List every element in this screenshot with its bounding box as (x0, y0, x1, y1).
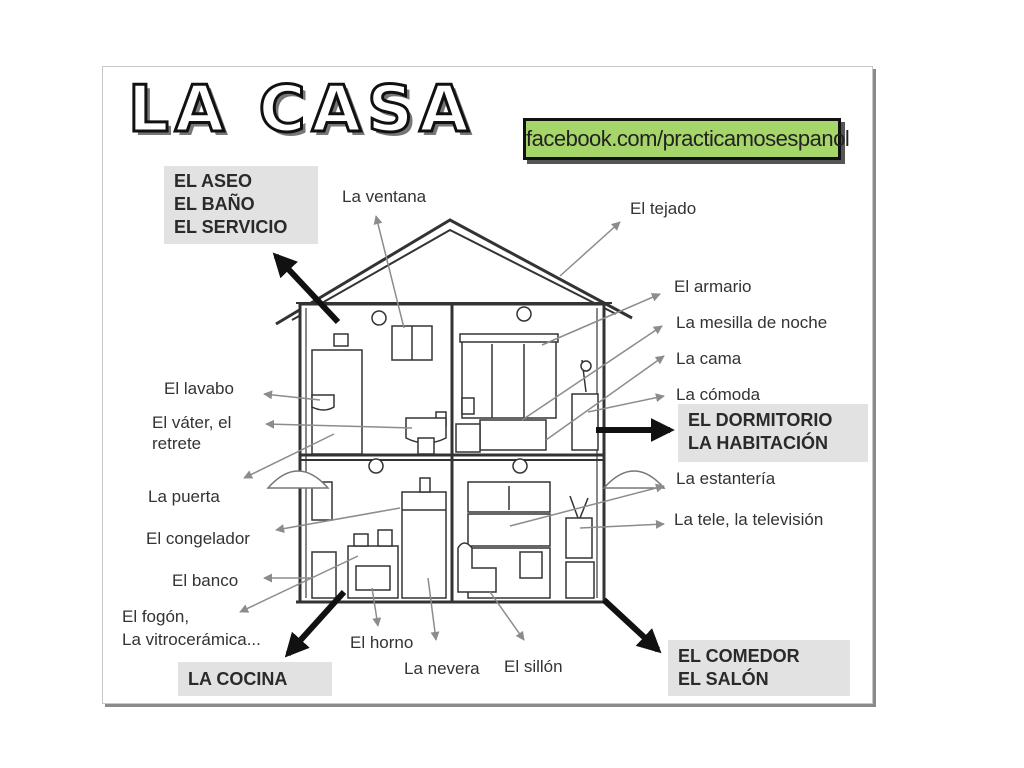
room-box-bathroom: EL ASEO EL BAÑO EL SERVICIO (164, 166, 318, 244)
room-label: EL ASEO (174, 171, 253, 191)
facebook-banner: facebook.com/practicamosespanol (523, 118, 850, 160)
label-toilet-line1: El váter, el (152, 413, 232, 432)
kitchen-furniture (266, 458, 447, 599)
room-label: EL BAÑO (174, 194, 255, 214)
label-armchair: El sillón (504, 657, 563, 676)
label-stove-line1: El fogón, (122, 607, 190, 626)
label-door: La puerta (148, 487, 220, 506)
room-box-kitchen: LA COCINA (178, 662, 332, 696)
room-box-living-room: EL COMEDOR EL SALÓN (668, 640, 850, 696)
room-label: EL SERVICIO (174, 217, 288, 237)
label-fridge: La nevera (404, 659, 480, 678)
label-bench: El banco (172, 571, 239, 590)
room-arrows (272, 252, 675, 658)
label-oven: El horno (350, 633, 414, 652)
living-room-furniture (457, 458, 666, 599)
label-sink: El lavabo (164, 379, 234, 398)
room-label: EL DORMITORIO (688, 410, 833, 430)
room-label: LA HABITACIÓN (688, 433, 828, 453)
label-wardrobe: El armario (674, 277, 752, 296)
label-shelf: La estantería (676, 469, 776, 488)
label-tv: La tele, la televisión (674, 510, 824, 529)
pointer-lines (239, 215, 665, 641)
room-label: EL COMEDOR (678, 646, 800, 666)
page-title: LA CASA (127, 73, 475, 147)
label-nightstand: La mesilla de noche (676, 313, 828, 332)
bathroom-furniture (311, 310, 447, 455)
label-freezer: El congelador (146, 529, 250, 548)
label-window: La ventana (342, 187, 427, 206)
label-bed: La cama (676, 349, 742, 368)
label-dresser: La cómoda (676, 385, 761, 404)
label-stove-line2: La vitrocerámica... (122, 630, 261, 649)
label-toilet-line2: retrete (152, 434, 202, 453)
room-label: LA COCINA (188, 669, 288, 689)
room-box-bedroom: EL DORMITORIO LA HABITACIÓN (678, 404, 868, 462)
label-roof: El tejado (630, 199, 697, 218)
room-label: EL SALÓN (678, 669, 769, 689)
bedroom-furniture (455, 306, 599, 453)
